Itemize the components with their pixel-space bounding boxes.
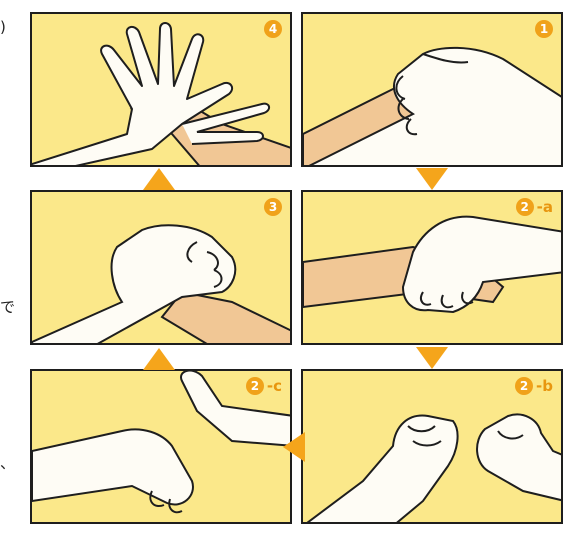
- hand-grip-illustration: [303, 14, 563, 167]
- hand-grip-illustration: [32, 192, 292, 345]
- arrow-down-icon: [416, 347, 448, 369]
- panel-step-2c: 2 -c: [30, 369, 292, 524]
- panel-step-4: 4: [30, 12, 292, 167]
- step-number: 1: [535, 20, 553, 38]
- step-suffix: -b: [536, 377, 553, 395]
- side-text-fragment-3: 、: [0, 452, 15, 473]
- step-badge-2c: 2 -c: [246, 377, 282, 395]
- panel-step-3: 3: [30, 190, 292, 345]
- step-badge-2b: 2 -b: [515, 377, 553, 395]
- panel-step-2a: 2 -a: [301, 190, 563, 345]
- step-suffix: -c: [267, 377, 282, 395]
- side-text-fragment-1: ): [0, 18, 6, 36]
- panel-step-2b: 2 -b: [301, 369, 563, 524]
- step-badge-4: 4: [264, 20, 282, 38]
- step-number: 4: [264, 20, 282, 38]
- arrow-down-icon: [416, 168, 448, 190]
- arrow-left-icon: [283, 432, 305, 462]
- crossed-open-hands-illustration: [32, 14, 292, 167]
- step-number: 2: [515, 377, 533, 395]
- arrow-up-icon: [143, 168, 175, 190]
- step-number: 2: [246, 377, 264, 395]
- side-text-fragment-2: で: [0, 296, 15, 317]
- step-badge-1: 1: [535, 20, 553, 38]
- step-suffix: -a: [537, 198, 553, 216]
- panel-step-1: 1: [301, 12, 563, 167]
- step-number: 2: [516, 198, 534, 216]
- arrow-up-icon: [143, 348, 175, 370]
- step-badge-3: 3: [264, 198, 282, 216]
- step-number: 3: [264, 198, 282, 216]
- step-badge-2a: 2 -a: [516, 198, 553, 216]
